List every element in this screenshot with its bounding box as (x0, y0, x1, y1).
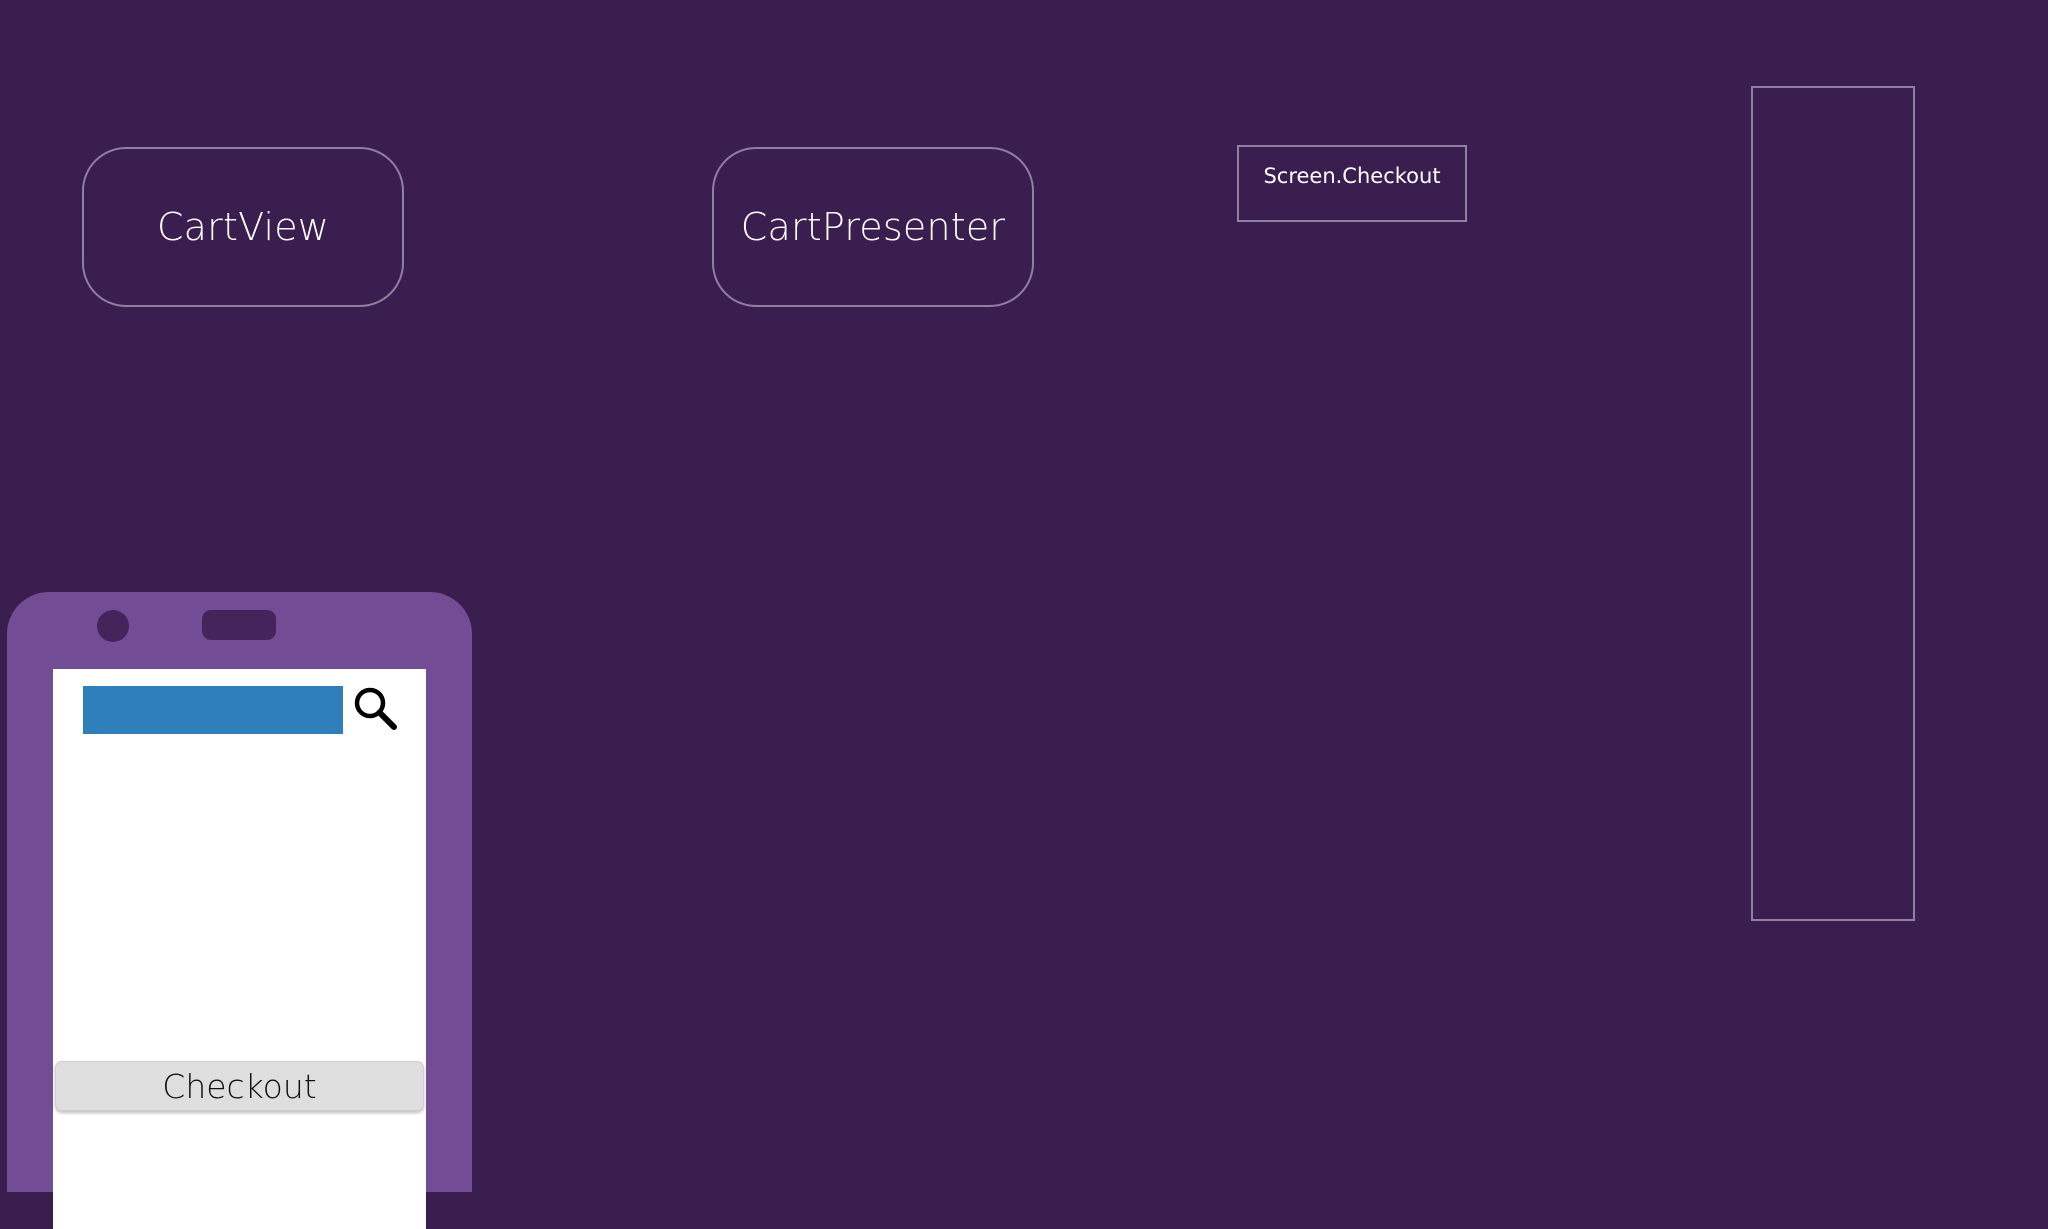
screen-label: Screen.Checkout (1237, 145, 1467, 222)
phone-mockup: Checkout (7, 592, 472, 1229)
cart-presenter-node: CartPresenter (712, 147, 1034, 307)
search-input[interactable] (83, 686, 343, 734)
checkout-button[interactable]: Checkout (55, 1061, 424, 1111)
navigation-stack-container (1751, 86, 1915, 921)
cart-view-node: CartView (82, 147, 404, 307)
search-icon[interactable] (352, 686, 398, 732)
phone-speaker (202, 610, 276, 640)
phone-screen: Checkout (53, 669, 426, 1229)
phone-camera (97, 610, 129, 642)
